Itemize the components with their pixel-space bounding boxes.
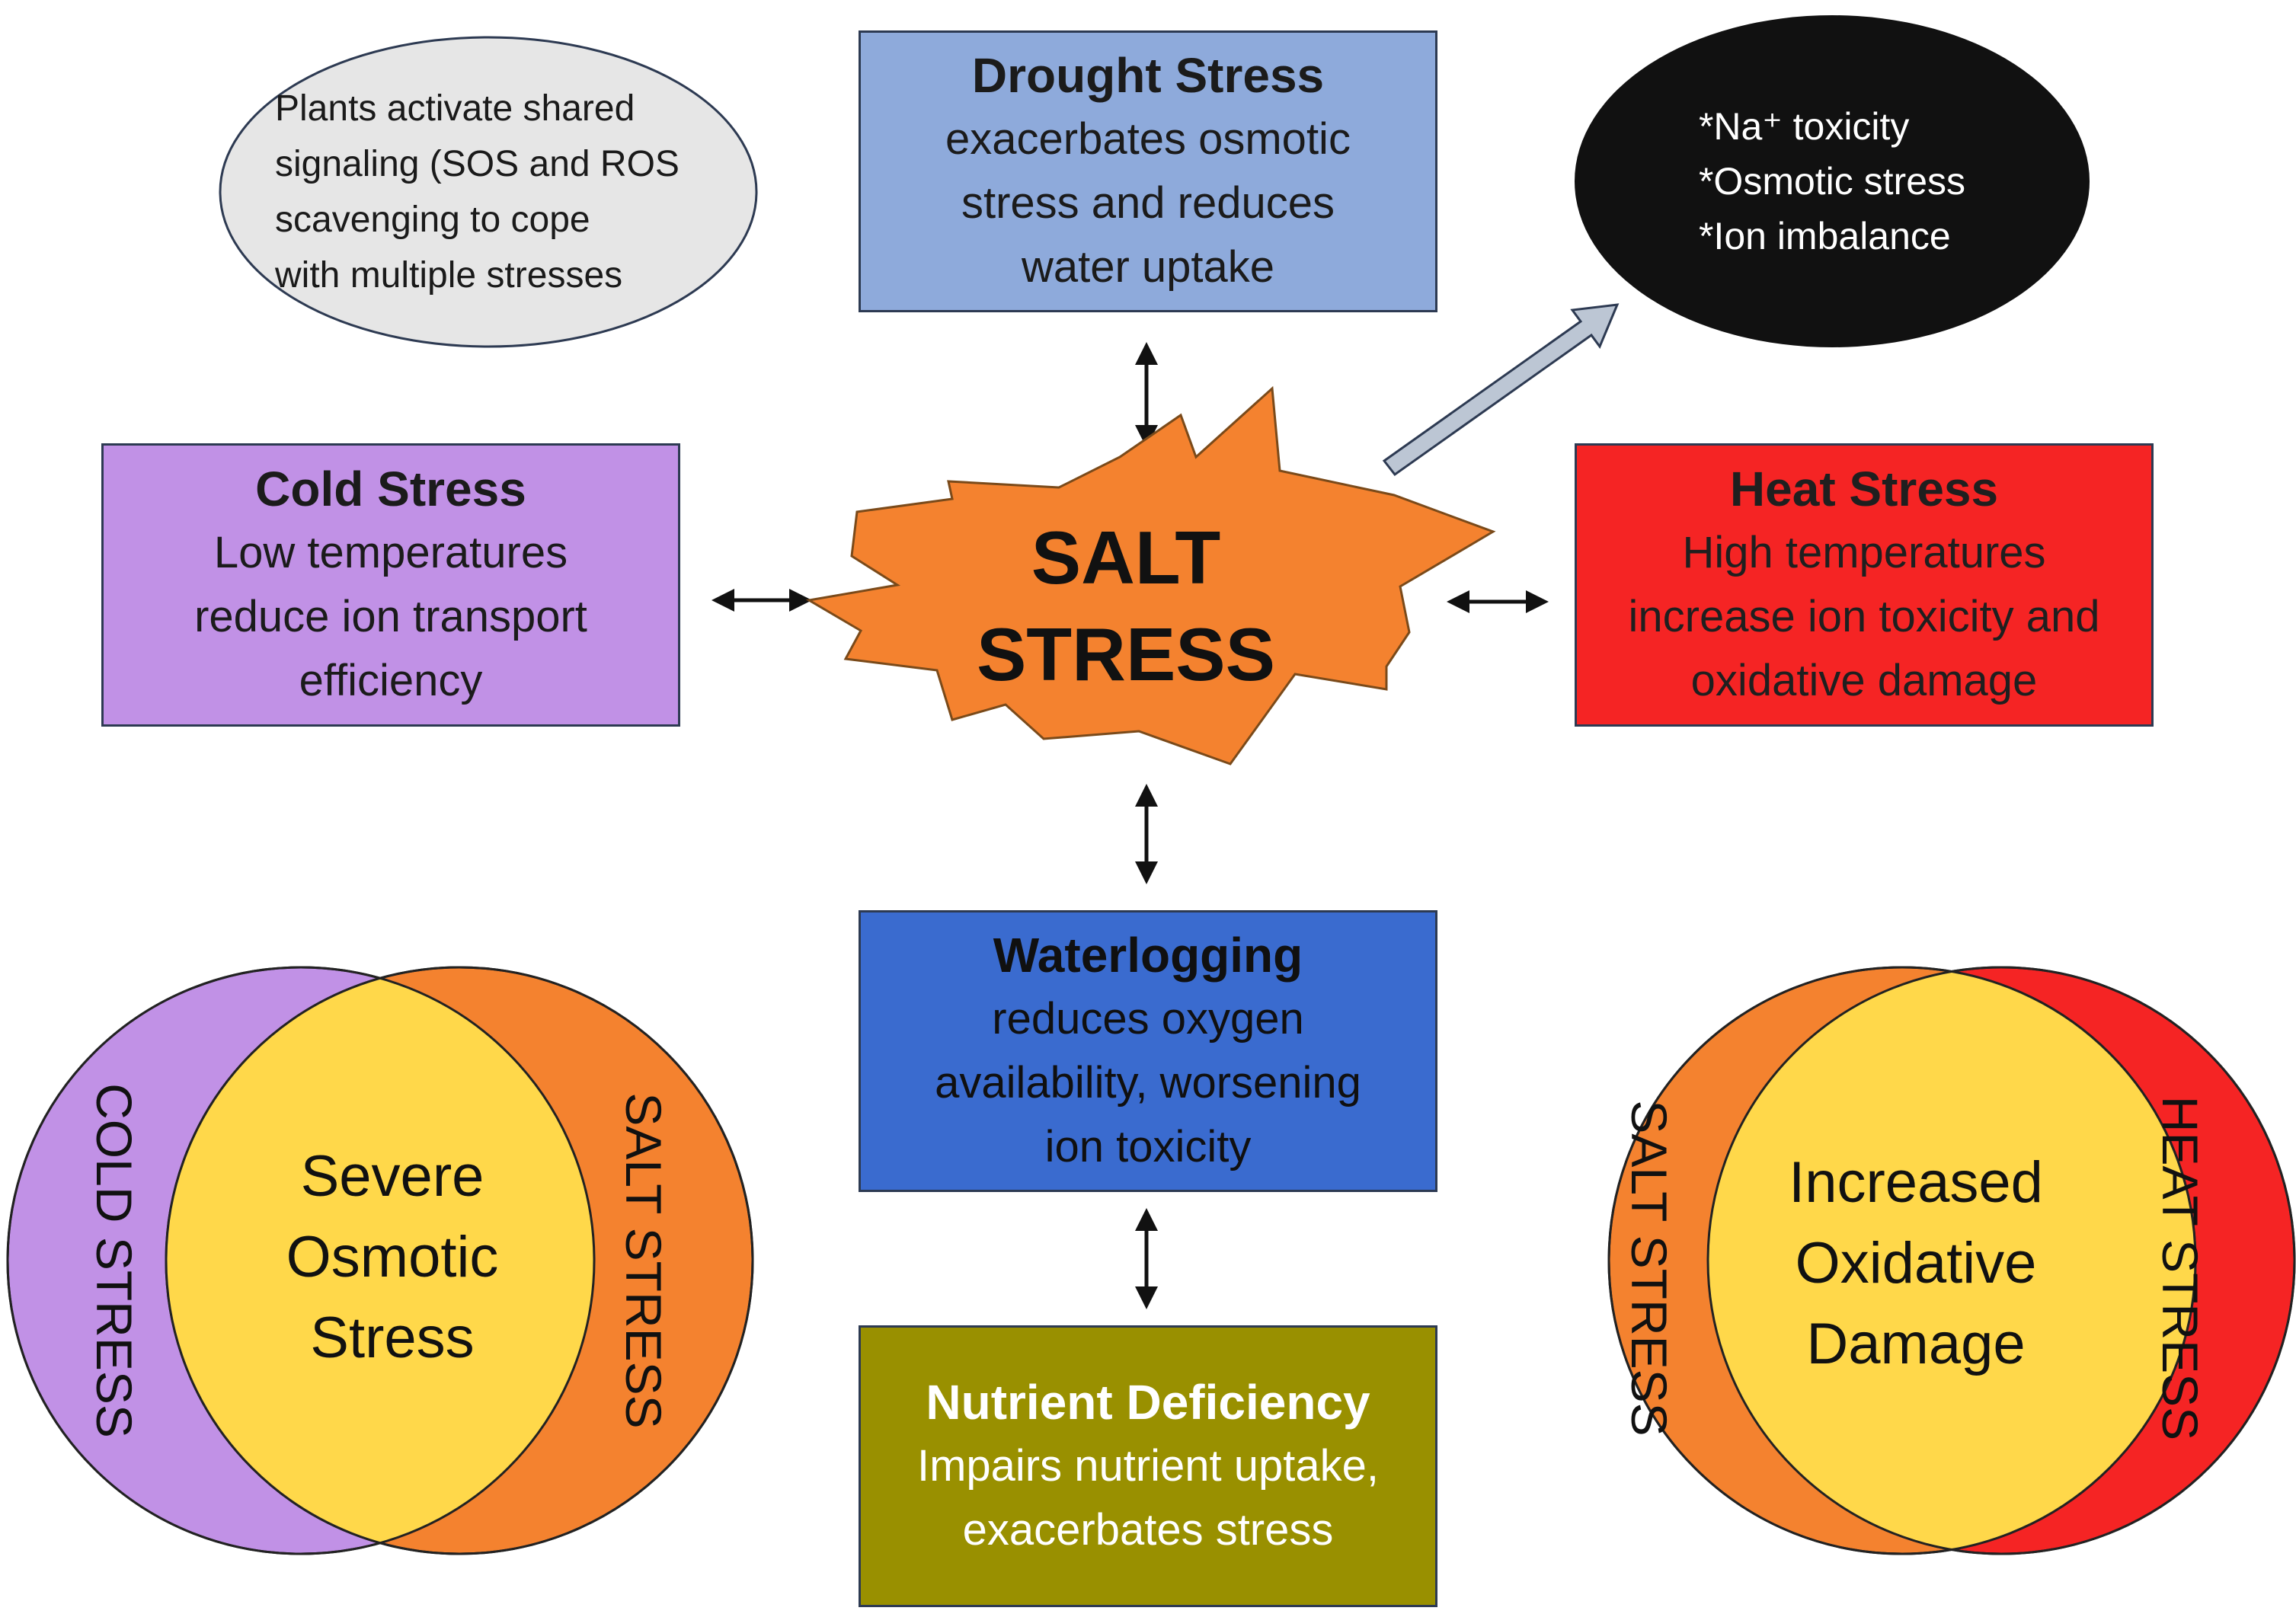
- venn-salt-heat: SALT STRESS HEAT STRESS Increased Oxidat…: [1607, 966, 2296, 1555]
- venn-left-label-cold: COLD STRESS: [86, 1083, 142, 1438]
- drought-stress-line: stress and reduces: [961, 178, 1335, 228]
- nutrient-deficiency-line: Impairs nutrient uptake,: [916, 1441, 1380, 1491]
- salt-stress-line1: SALT: [1031, 516, 1221, 599]
- venn-cold-salt: COLD STRESS SALT STRESS Severe Osmotic S…: [6, 966, 754, 1555]
- cold-stress-line: reduce ion transport: [194, 592, 587, 641]
- heat-stress-line: increase ion toxicity and: [1628, 592, 2100, 641]
- plants-note-line: signaling (SOS and ROS: [275, 144, 680, 184]
- heat-stress-line: High temperatures: [1682, 528, 2046, 577]
- venn-left-label-salt: SALT STRESS: [616, 1092, 672, 1428]
- cold-stress-line: Low temperatures: [213, 528, 568, 577]
- cold-stress-box: Cold Stress Low temperatures reduce ion …: [101, 443, 680, 727]
- heat-stress-line: oxidative damage: [1690, 656, 2038, 705]
- waterlogging-title: Waterlogging: [993, 928, 1303, 983]
- salt-effects: *Na⁺ toxicity *Osmotic stress *Ion imbal…: [1573, 14, 2091, 349]
- cold-stress-line: efficiency: [299, 656, 483, 705]
- salt-effect-item: *Na⁺ toxicity: [1698, 105, 1910, 148]
- nutrient-deficiency-box: Nutrient Deficiency Impairs nutrient upt…: [859, 1325, 1437, 1607]
- venn-left-overlap-line3: Stress: [310, 1306, 474, 1370]
- drought-stress-line: water uptake: [1021, 242, 1275, 292]
- venn-right-overlap-line3: Damage: [1806, 1312, 2025, 1376]
- venn-overlap-salt-heat: [1708, 967, 2195, 1554]
- plants-note-line: with multiple stresses: [275, 255, 623, 296]
- plants-note-text: Plants activate shared signaling (SOS an…: [275, 81, 702, 303]
- salt-effects-oval: [1575, 15, 2090, 347]
- plants-note-oval: [219, 36, 758, 348]
- cold-stress-title: Cold Stress: [255, 462, 526, 516]
- nutrient-deficiency-line: exacerbates stress: [962, 1505, 1334, 1555]
- heat-stress-box: Heat Stress High temperatures increase i…: [1575, 443, 2154, 727]
- venn-right-overlap-line1: Increased: [1789, 1150, 2043, 1215]
- drought-stress-box: Drought Stress exacerbates osmotic stres…: [859, 30, 1437, 312]
- salt-effect-item: *Osmotic stress: [1698, 160, 1966, 203]
- plants-note: Plants activate shared signaling (SOS an…: [219, 36, 758, 348]
- venn-overlap-cold-salt: [166, 967, 594, 1554]
- venn-right-overlap-line2: Oxidative: [1796, 1231, 2037, 1296]
- salt-effects-list: *Na⁺ toxicity *Osmotic stress *Ion imbal…: [1699, 99, 1965, 264]
- salt-stress-burst: [805, 385, 1496, 765]
- drought-stress-title: Drought Stress: [971, 48, 1325, 103]
- drought-stress-line: exacerbates osmotic: [945, 114, 1351, 164]
- waterlogging-box: Waterlogging reduces oxygen availability…: [859, 910, 1437, 1192]
- waterlogging-line: ion toxicity: [1044, 1122, 1252, 1171]
- heat-stress-title: Heat Stress: [1729, 462, 1999, 516]
- plants-note-line: Plants activate shared: [275, 88, 635, 129]
- waterlogging-line: availability, worsening: [935, 1058, 1361, 1107]
- venn-right-label-salt: SALT STRESS: [1621, 1100, 1677, 1436]
- venn-left-overlap-line1: Severe: [301, 1144, 484, 1209]
- venn-right-label-heat: HEAT STRESS: [2152, 1096, 2208, 1440]
- salt-stress-line2: STRESS: [977, 612, 1275, 696]
- nutrient-deficiency-title: Nutrient Deficiency: [926, 1375, 1370, 1430]
- salt-effect-item: *Ion imbalance: [1698, 215, 1951, 257]
- waterlogging-line: reduces oxygen: [992, 994, 1304, 1044]
- pointer-arrow: [1382, 303, 1620, 477]
- plants-note-line: scavenging to cope: [275, 200, 590, 240]
- venn-left-overlap-line2: Osmotic: [286, 1225, 499, 1290]
